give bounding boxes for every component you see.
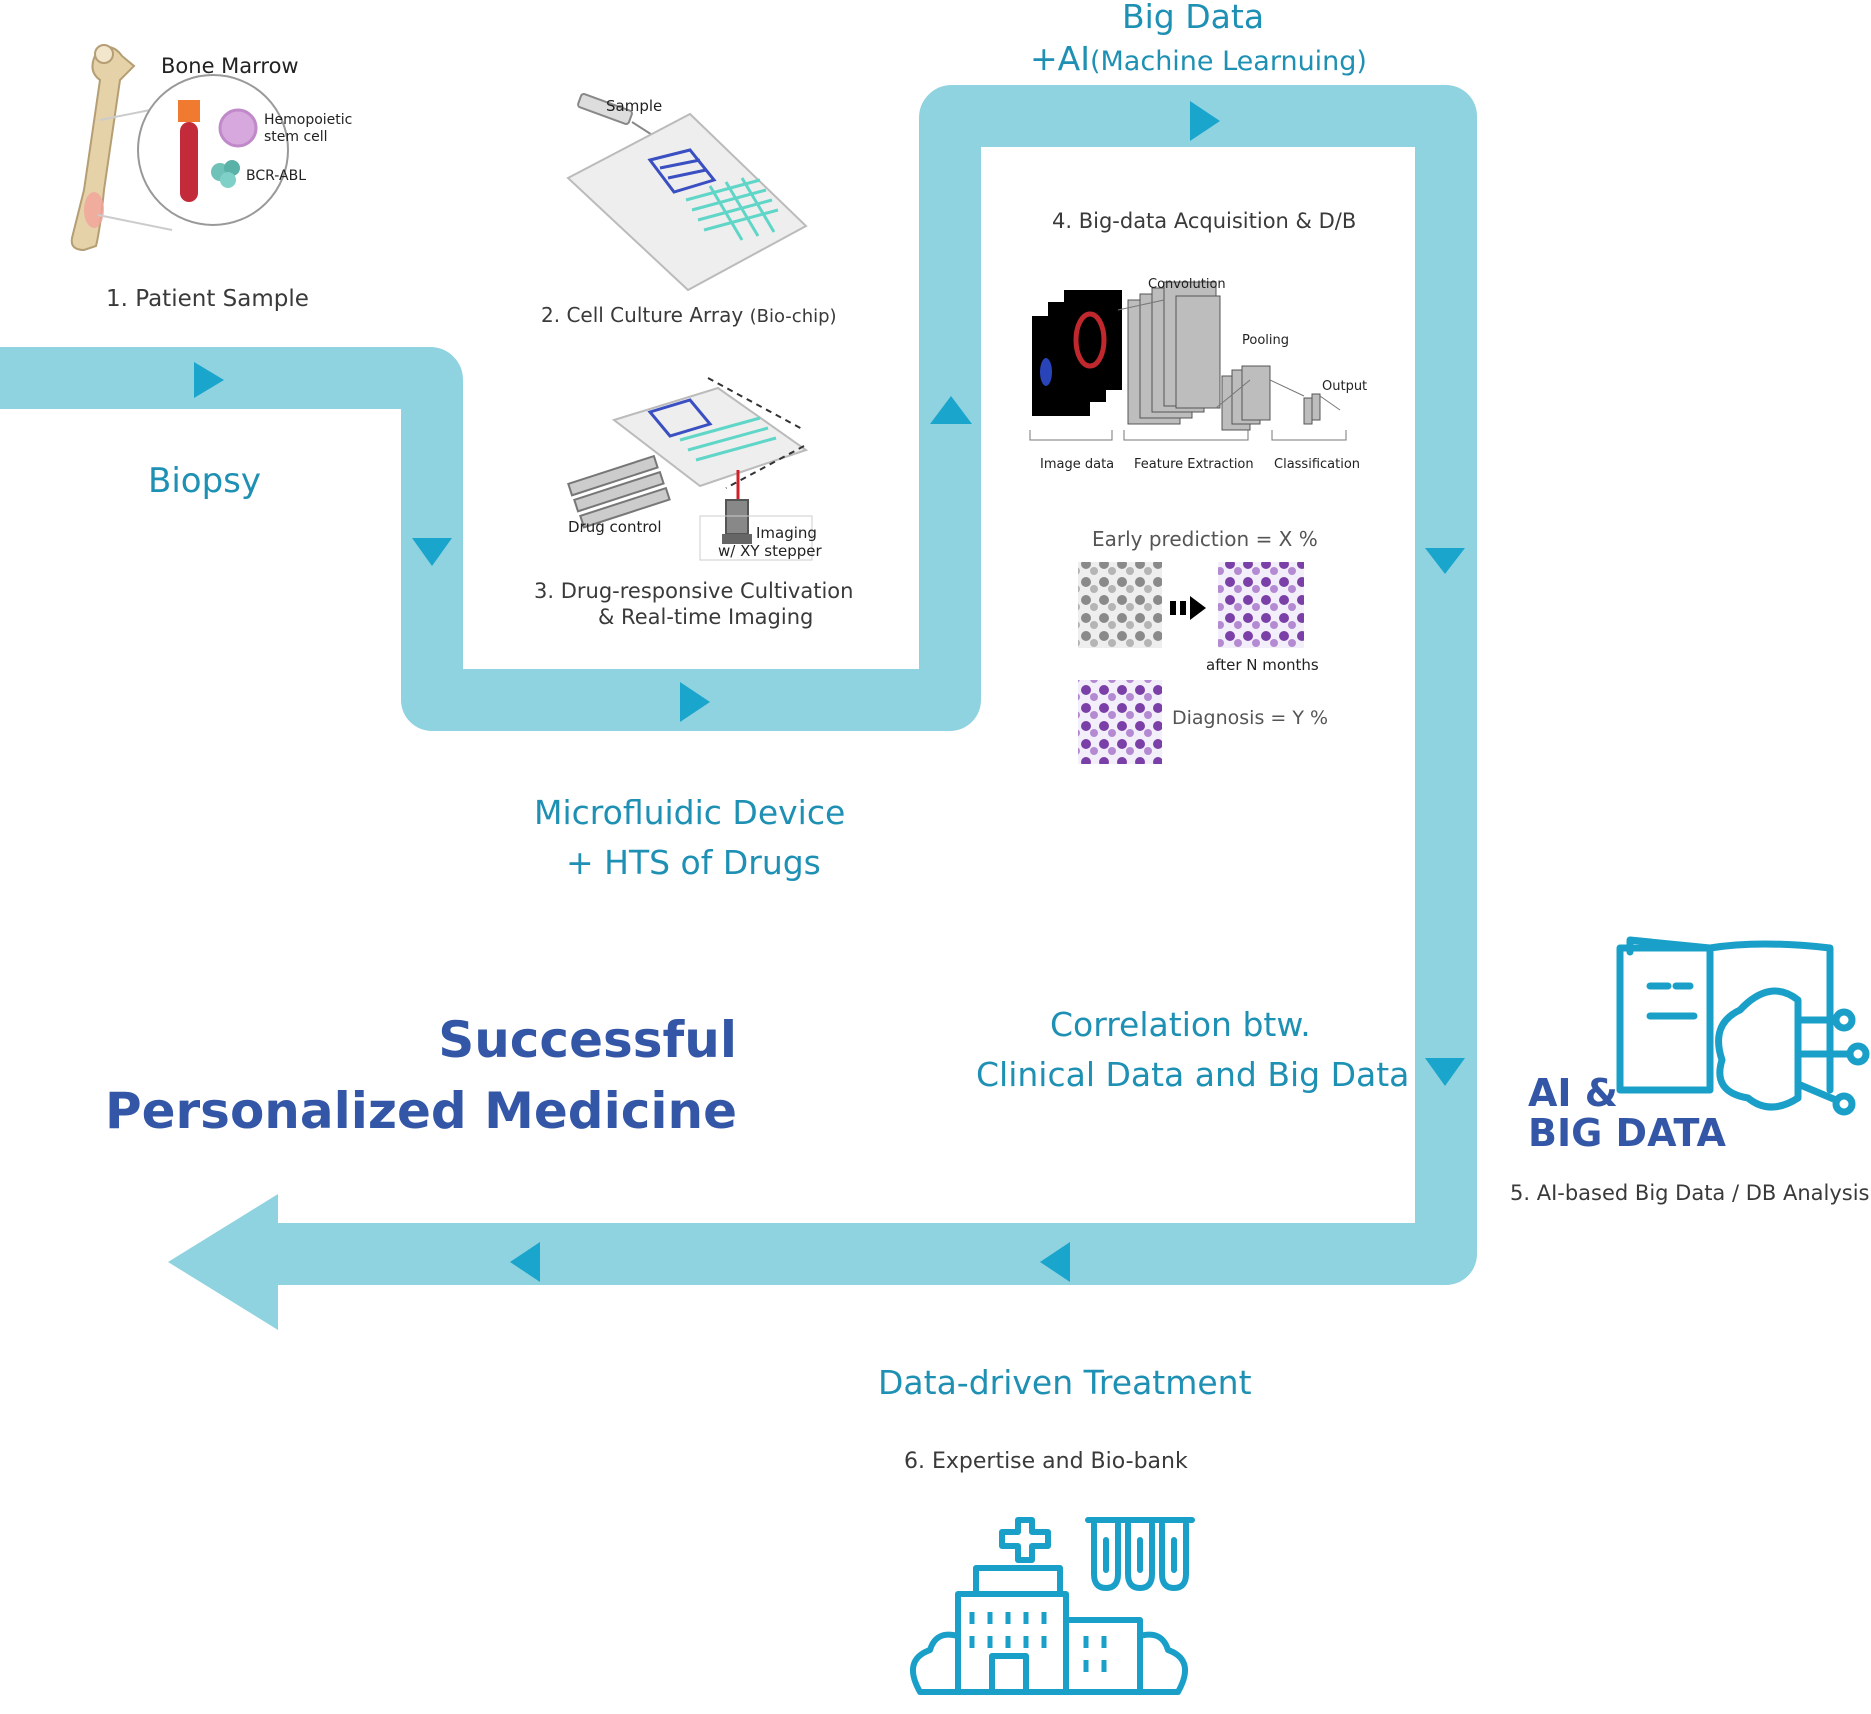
- cnn-convolution-label: Convolution: [1148, 277, 1226, 292]
- ai-logo-line-1: AI &: [1528, 1071, 1618, 1115]
- direction-arrow-right-2: [680, 682, 710, 722]
- direction-arrow-left-2: [510, 1242, 540, 1282]
- cnn-image-data-label: Image data: [1040, 457, 1114, 472]
- correlation-label-1: Correlation btw.: [1050, 1005, 1311, 1044]
- right-arrow-icon: [1170, 596, 1206, 620]
- correlation-label-2: Clinical Data and Big Data: [976, 1055, 1409, 1094]
- stem-cell-label-2: stem cell: [264, 129, 328, 145]
- cnn-classification-label: Classification: [1274, 457, 1360, 472]
- step5-caption: 5. AI-based Big Data / DB Analysis: [1510, 1181, 1870, 1205]
- microfluidic-chip-2-icon: [611, 386, 809, 488]
- chip-sample-label: Sample: [606, 97, 662, 115]
- direction-arrow-left-1: [1040, 1242, 1070, 1282]
- bcr-abl-label: BCR-ABL: [246, 168, 306, 184]
- outcome-line-1: Successful: [438, 1011, 737, 1069]
- cell-image-after-icon: [1218, 562, 1304, 648]
- treatment-label: Data-driven Treatment: [878, 1363, 1252, 1402]
- bcr-abl-icon: [211, 160, 240, 188]
- direction-arrow-down-1: [412, 538, 452, 566]
- final-arrowhead: [168, 1194, 278, 1330]
- diagnosis-label: Diagnosis = Y %: [1172, 707, 1328, 729]
- direction-arrow-down-3: [1425, 1058, 1465, 1086]
- step1-caption: 1. Patient Sample: [106, 286, 309, 312]
- test-tubes-icon: [1085, 1517, 1195, 1592]
- cnn-pooling-label: Pooling: [1242, 333, 1289, 348]
- cell-image-icon: [1078, 562, 1162, 648]
- ai-logo-line-2: BIG DATA: [1528, 1111, 1726, 1155]
- imaging-label-2: w/ XY stepper: [718, 542, 822, 560]
- drug-control-label: Drug control: [568, 518, 662, 536]
- direction-arrow-right-3: [1190, 101, 1220, 141]
- imaging-box: [699, 515, 813, 561]
- microfluidic-label-1: Microfluidic Device: [534, 793, 845, 832]
- bigdata-ml-label: (Machine Learnuing): [1090, 46, 1367, 77]
- magnify-circle: [137, 74, 289, 226]
- svg-text:2. Cell Culture Array (Bio-chi: 2. Cell Culture Array (Bio-chip): [541, 303, 837, 327]
- imaging-label-1: Imaging: [756, 524, 817, 542]
- bigdata-ai-label: +AI: [1030, 39, 1090, 78]
- cnn-network-icon: [1029, 281, 1347, 441]
- step4-caption: 4. Big-data Acquisition & D/B: [1052, 209, 1356, 233]
- blood-tube-icon: [178, 100, 200, 202]
- stem-cell-label-1: Hemopoietic: [264, 112, 352, 128]
- direction-arrow-right-1: [194, 362, 224, 398]
- biopsy-label: Biopsy: [148, 461, 261, 501]
- camera-icon: [722, 470, 752, 544]
- scan-arrows-icon: [707, 377, 805, 489]
- microfluidic-label-2: + HTS of Drugs: [566, 843, 821, 882]
- outcome-line-2: Personalized Medicine: [105, 1082, 737, 1140]
- cell-image-diagnosis-icon: [1078, 680, 1162, 764]
- direction-arrow-up-1: [930, 396, 972, 424]
- microfluidic-chip-icon: [566, 112, 808, 292]
- ai-brain-book-icon: [1616, 936, 1870, 1116]
- step3-caption-2: & Real-time Imaging: [598, 605, 813, 629]
- step2-caption-sub: (Bio-chip): [750, 306, 837, 327]
- after-months-label: after N months: [1206, 656, 1319, 674]
- stem-cell-icon: [218, 108, 258, 148]
- early-prediction-label: Early prediction = X %: [1092, 527, 1318, 551]
- bone-marrow-label: Bone Marrow: [161, 54, 299, 78]
- bigdata-label-1: Big Data: [1122, 0, 1264, 36]
- step2-caption: 2. Cell Culture Array: [541, 303, 750, 327]
- bone-icon: [70, 44, 136, 252]
- svg-text:+AI(Machine Learnuing): +AI(Machine Learnuing): [1030, 39, 1367, 78]
- step3-caption-1: 3. Drug-responsive Cultivation: [534, 579, 853, 603]
- cnn-output-label: Output: [1322, 379, 1367, 394]
- direction-arrow-down-2: [1425, 548, 1465, 574]
- step6-caption: 6. Expertise and Bio-bank: [904, 1449, 1188, 1474]
- drug-syringes-icon: [567, 454, 671, 529]
- hospital-icon: [909, 1517, 1189, 1695]
- cnn-feature-label: Feature Extraction: [1134, 457, 1254, 472]
